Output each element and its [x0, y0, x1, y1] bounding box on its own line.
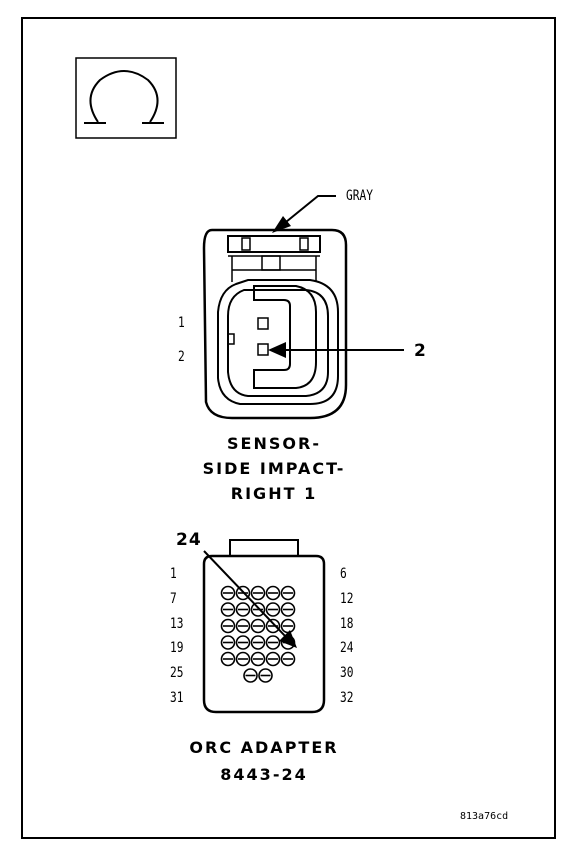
gray-wire-callout [272, 195, 336, 233]
adapter-connector [202, 539, 326, 714]
adapter-pin24-callout [203, 550, 297, 648]
adapter-pin-25 [280, 651, 296, 667]
adapter-right-label-4: 24 [340, 640, 354, 656]
adapter-pin-5 [280, 585, 296, 601]
adapter-pin-24 [265, 651, 281, 667]
adapter-pin-10 [280, 602, 296, 617]
adapter-pin-19 [265, 635, 281, 650]
adapter-pin-14 [265, 618, 281, 634]
adapter-pin-21 [220, 651, 236, 667]
adapter-pin-6 [220, 602, 236, 617]
adapter-pin-8 [250, 602, 266, 617]
adapter-pin-3 [250, 585, 266, 601]
adapter-right-label-6: 32 [340, 690, 354, 706]
adapter-pin-23 [250, 651, 266, 667]
wire-color-label: GRAY [346, 188, 373, 204]
adapter-pin-callout-label: 24 [176, 530, 202, 550]
sensor-pin-label-2: 2 [178, 349, 185, 365]
adapter-left-label-3: 13 [170, 616, 184, 632]
sensor-title-line-3: RIGHT 1 [230, 484, 318, 503]
adapter-right-label-1: 6 [340, 566, 347, 582]
adapter-pin-18 [250, 635, 266, 650]
page-frame [21, 17, 556, 839]
sensor-pin-label-1: 1 [178, 315, 185, 331]
adapter-left-label-5: 25 [170, 665, 184, 681]
sensor-pin-callout-label: 2 [414, 341, 427, 361]
adapter-title-line-2: 8443-24 [220, 765, 308, 784]
figure-id: 813a76cd [460, 811, 509, 822]
ohm-icon [75, 57, 177, 139]
sensor-title-line-2: SIDE IMPACT- [202, 459, 346, 478]
adapter-pin-7 [235, 602, 251, 617]
adapter-pin-16 [220, 635, 236, 650]
adapter-pin-12 [235, 618, 251, 634]
adapter-left-label-1: 1 [170, 566, 177, 582]
adapter-pin-1 [220, 585, 236, 601]
adapter-pin-22 [235, 651, 251, 667]
sensor-connector [202, 228, 348, 420]
sensor-title-line-1: SENSOR- [227, 434, 321, 453]
adapter-pin-27 [258, 668, 273, 683]
adapter-left-label-6: 31 [170, 690, 184, 706]
adapter-right-label-2: 12 [340, 591, 354, 607]
adapter-pin-9 [265, 602, 281, 617]
adapter-pin-4 [265, 585, 281, 601]
adapter-title-line-1: ORC ADAPTER [189, 738, 339, 757]
adapter-pin-13 [250, 618, 266, 634]
adapter-pin-grid [220, 585, 296, 683]
adapter-right-label-3: 18 [340, 616, 354, 632]
adapter-right-label-5: 30 [340, 665, 354, 681]
adapter-pin-11 [220, 618, 236, 634]
adapter-pin-15 [280, 618, 296, 634]
adapter-pin-26 [243, 668, 258, 683]
sensor-pin2-callout [268, 342, 404, 358]
adapter-pin-17 [235, 635, 251, 650]
adapter-left-label-4: 19 [170, 640, 184, 656]
adapter-left-label-2: 7 [170, 591, 177, 607]
